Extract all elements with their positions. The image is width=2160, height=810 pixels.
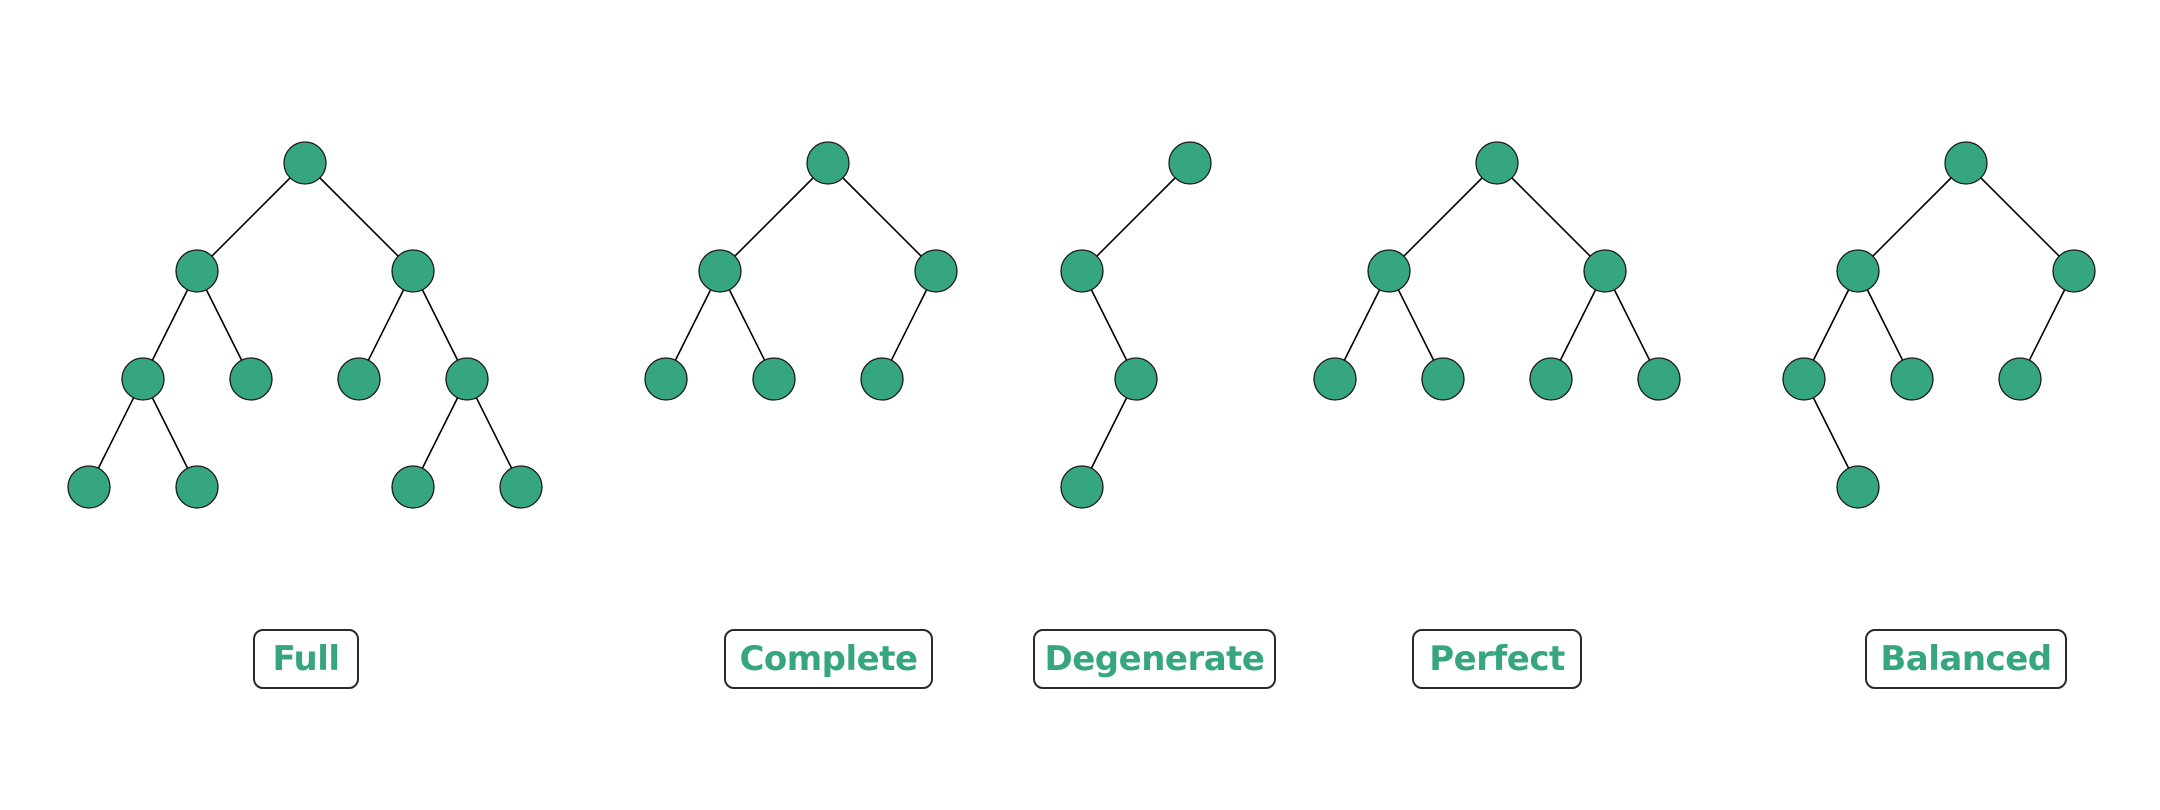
node-complete-R	[914, 249, 958, 293]
node-balanced-LL	[1782, 357, 1826, 401]
node-full-RRR	[499, 465, 543, 509]
label-degenerate: Degenerate	[1033, 629, 1276, 689]
node-degenerate-LRL	[1060, 465, 1104, 509]
node-perfect-LR	[1421, 357, 1465, 401]
tree-perfect	[1313, 141, 1681, 401]
node-full-LLR	[175, 465, 219, 509]
node-full-R	[391, 249, 435, 293]
tree-complete	[644, 141, 958, 401]
label-full: Full	[253, 629, 359, 689]
node-balanced-root	[1944, 141, 1988, 185]
edge-balanced-root-R	[1965, 162, 2075, 272]
edge-complete-root-L	[719, 162, 829, 272]
label-balanced: Balanced	[1865, 629, 2067, 689]
node-perfect-root	[1475, 141, 1519, 185]
label-complete: Complete	[724, 629, 933, 689]
edge-full-root-L	[196, 162, 306, 272]
label-complete-text: Complete	[739, 639, 918, 679]
label-perfect: Perfect	[1412, 629, 1582, 689]
node-complete-L	[698, 249, 742, 293]
tree-degenerate	[1060, 141, 1212, 509]
node-complete-root	[806, 141, 850, 185]
node-full-LLL	[67, 465, 111, 509]
node-perfect-RR	[1637, 357, 1681, 401]
node-full-LR	[229, 357, 273, 401]
label-balanced-text: Balanced	[1880, 639, 2052, 679]
label-degenerate-text: Degenerate	[1044, 639, 1265, 679]
node-full-root	[283, 141, 327, 185]
label-full-text: Full	[272, 639, 340, 679]
edge-degenerate-root-L	[1081, 162, 1191, 272]
edge-full-root-R	[304, 162, 414, 272]
node-balanced-LR	[1890, 357, 1934, 401]
node-full-L	[175, 249, 219, 293]
tree-full	[67, 141, 543, 509]
node-full-RL	[337, 357, 381, 401]
node-degenerate-root	[1168, 141, 1212, 185]
node-perfect-R	[1583, 249, 1627, 293]
node-perfect-L	[1367, 249, 1411, 293]
node-degenerate-L	[1060, 249, 1104, 293]
edge-balanced-root-L	[1857, 162, 1967, 272]
node-balanced-L	[1836, 249, 1880, 293]
node-complete-LL	[644, 357, 688, 401]
node-full-RRL	[391, 465, 435, 509]
label-perfect-text: Perfect	[1429, 639, 1565, 679]
node-perfect-RL	[1529, 357, 1573, 401]
tree-balanced	[1782, 141, 2096, 509]
node-complete-LR	[752, 357, 796, 401]
node-complete-RL	[860, 357, 904, 401]
node-balanced-RL	[1998, 357, 2042, 401]
edge-perfect-root-R	[1496, 162, 1606, 272]
node-balanced-R	[2052, 249, 2096, 293]
node-full-RR	[445, 357, 489, 401]
node-full-LL	[121, 357, 165, 401]
node-perfect-LL	[1313, 357, 1357, 401]
edge-perfect-root-L	[1388, 162, 1498, 272]
edge-complete-root-R	[827, 162, 937, 272]
node-degenerate-LR	[1114, 357, 1158, 401]
node-balanced-LLR	[1836, 465, 1880, 509]
